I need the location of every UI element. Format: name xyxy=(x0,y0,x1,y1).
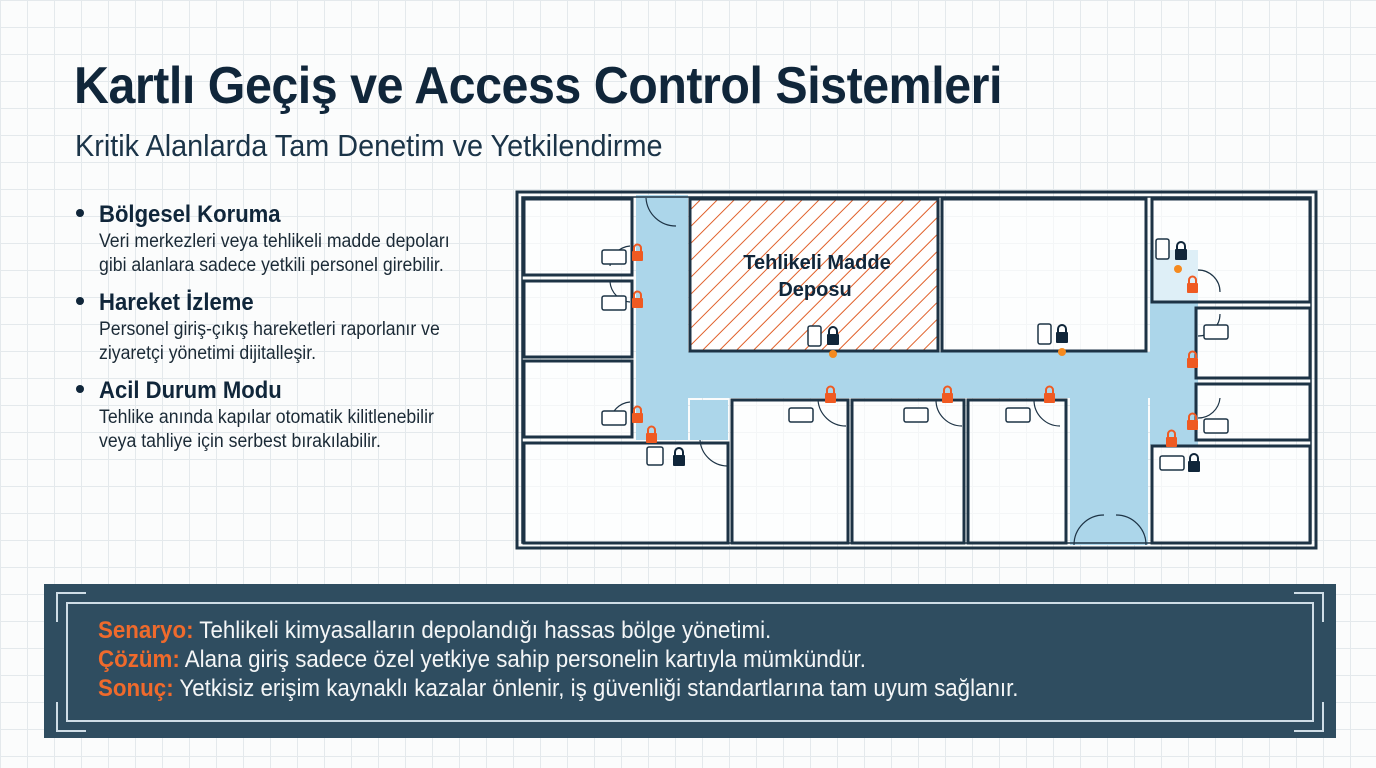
card-reader-icon xyxy=(788,407,814,423)
card-reader-icon xyxy=(1037,323,1052,345)
result-label: Sonuç: xyxy=(98,675,174,702)
panel-frame xyxy=(66,602,1314,722)
card-reader-icon xyxy=(1159,455,1185,471)
lock-icon xyxy=(1056,324,1068,343)
lock-icon xyxy=(1166,437,1177,447)
outer-wall xyxy=(515,190,1318,550)
scenario-label: Senaryo: xyxy=(98,617,194,644)
scenario-panel: Senaryo: Tehlikeli kimyasalların depolan… xyxy=(44,584,1336,738)
lock-icon xyxy=(632,251,643,261)
result-text: Yetkisiz erişim kaynaklı kazalar önlenir… xyxy=(173,675,1019,702)
card-reader-icon xyxy=(1203,418,1229,434)
feature-item: Hareket İzleme Personel giriş-çıkış hare… xyxy=(74,288,494,366)
solution-label: Çözüm: xyxy=(98,646,180,673)
lock-icon xyxy=(1188,453,1200,472)
solution-line: Çözüm: Alana giriş sadece özel yetkiye s… xyxy=(98,645,1018,674)
sensor-dots xyxy=(829,265,1182,358)
lock-icon xyxy=(1187,283,1198,293)
sensor-dot-icon xyxy=(1174,265,1182,273)
lock-icon xyxy=(646,433,657,443)
lock-icon xyxy=(1187,358,1198,368)
frame-corner xyxy=(1294,592,1324,622)
card-reader-icon xyxy=(601,410,627,426)
frame-corner xyxy=(56,592,86,622)
feature-heading: Acil Durum Modu xyxy=(99,377,282,404)
page-subtitle: Kritik Alanlarda Tam Denetim ve Yetkilen… xyxy=(75,128,663,163)
lock-icon xyxy=(632,298,643,308)
feature-text: Veri merkezleri veya tehlikeli madde dep… xyxy=(99,231,450,276)
card-reader-icon xyxy=(601,295,627,311)
feature-text: Tehlike anında kapılar otomatik kilitlen… xyxy=(99,407,434,452)
lock-icon xyxy=(1187,420,1198,430)
frame-corner xyxy=(1294,702,1324,732)
hazard-zone-label: Tehlikeli Madde xyxy=(743,252,890,274)
bullet-dot xyxy=(76,209,84,217)
card-reader-icon xyxy=(1203,324,1229,340)
lock-icon xyxy=(827,326,839,345)
lock-icon xyxy=(942,393,953,403)
feature-list: Bölgesel Koruma Veri merkezleri veya teh… xyxy=(74,200,494,464)
card-reader-icon xyxy=(1155,238,1170,260)
sensor-dot-icon xyxy=(1058,348,1066,356)
rooms xyxy=(522,197,1312,545)
locks-orange-shackles xyxy=(633,243,1197,437)
feature-item: Acil Durum Modu Tehlike anında kapılar o… xyxy=(74,376,494,454)
lock-icon xyxy=(1175,241,1187,260)
corridor xyxy=(636,195,1198,545)
door-swings xyxy=(609,197,1221,546)
locks-navy xyxy=(673,241,1200,472)
scenario-line: Senaryo: Tehlikeli kimyasalların depolan… xyxy=(98,616,1018,645)
lock-icon xyxy=(632,413,643,423)
locks-orange xyxy=(632,251,1198,447)
scenario-lines: Senaryo: Tehlikeli kimyasalların depolan… xyxy=(98,616,1018,703)
lock-icon xyxy=(1044,393,1055,403)
card-reader-icon xyxy=(601,249,627,265)
feature-text: Personel giriş-çıkış hareketleri raporla… xyxy=(99,319,440,364)
card-reader-icon xyxy=(807,325,822,347)
result-line: Sonuç: Yetkisiz erişim kaynaklı kazalar … xyxy=(98,674,1018,703)
lock-icon xyxy=(825,393,836,403)
scenario-text: Tehlikeli kimyasalların depolandığı hass… xyxy=(193,617,772,644)
card-reader-icon xyxy=(1005,407,1031,423)
feature-heading: Hareket İzleme xyxy=(99,289,254,316)
frame-corner xyxy=(56,702,86,732)
solution-text: Alana giriş sadece özel yetkiye sahip pe… xyxy=(179,646,866,673)
feature-heading: Bölgesel Koruma xyxy=(99,201,281,228)
bullet-dot xyxy=(76,385,84,393)
bullet-dot xyxy=(76,297,84,305)
sensor-dot-icon xyxy=(829,350,837,358)
card-reader-icon xyxy=(903,407,929,423)
page-title: Kartlı Geçiş ve Access Control Sistemler… xyxy=(74,57,1002,115)
card-readers xyxy=(601,238,1229,471)
card-reader-icon xyxy=(646,446,664,466)
feature-item: Bölgesel Koruma Veri merkezleri veya teh… xyxy=(74,200,494,278)
hazard-zone-label-2: Deposu xyxy=(778,279,851,301)
lock-icon xyxy=(673,447,685,466)
